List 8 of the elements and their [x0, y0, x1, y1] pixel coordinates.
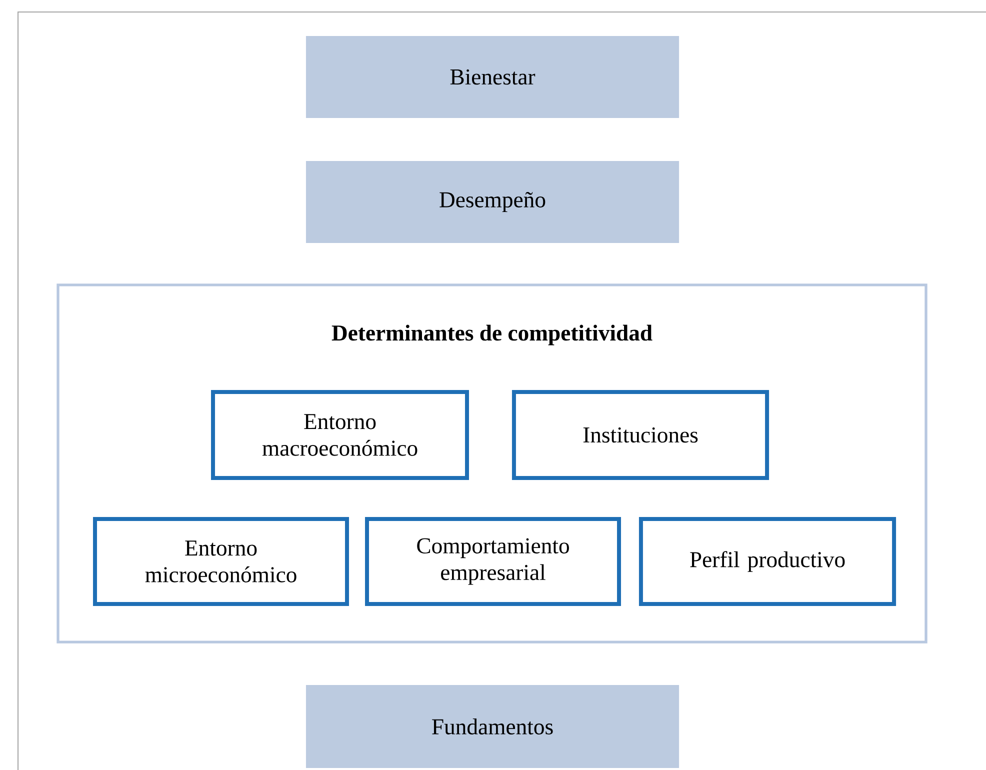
level-box: Bienestar: [306, 36, 680, 118]
level-box: Desempeño: [306, 161, 680, 243]
factor-box: Comportamiento empresarial: [365, 516, 621, 606]
factor-box: Entorno macroeconómico: [211, 390, 469, 480]
factor-box: Entorno microeconómico: [93, 516, 349, 606]
factor-box: Instituciones: [512, 390, 770, 480]
factor-box: Perfil productivo: [638, 516, 896, 606]
level-box: Fundamentos: [306, 685, 680, 768]
